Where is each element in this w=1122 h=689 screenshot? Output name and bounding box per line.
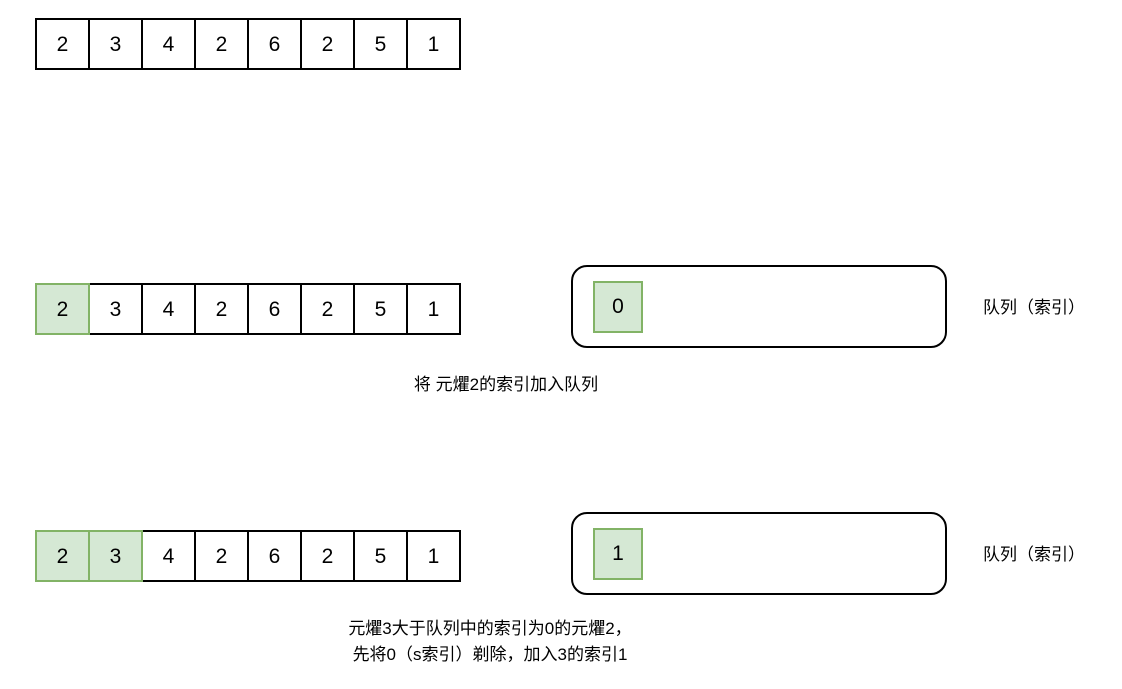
array-cell: 3 [88,18,143,70]
array-cell: 2 [300,530,355,582]
array-cell: 5 [353,530,408,582]
array-cell: 2 [300,18,355,70]
array-cell: 6 [247,283,302,335]
array-cell: 5 [353,283,408,335]
array-cell: 5 [353,18,408,70]
array-step-pop-and-push-index-1: 2 3 4 2 6 2 5 1 [35,530,461,582]
caption-step-pop-and-push-index-1: 元爠3大于队列中的索引为0的元爠2， 先将0（s索引）剃除，加入3的索引1 [240,616,740,669]
queue-label-step-pop-and-push-index-1: 队列（索引） [983,545,1085,564]
array-cell: 1 [406,283,461,335]
queue-step-pop-and-push-index-1: 1 [571,512,947,595]
array-cell: 6 [247,530,302,582]
caption-line: 元爠3大于队列中的索引为0的元爠2， [348,619,632,638]
array-cell: 4 [141,283,196,335]
array-cell-highlighted: 2 [35,530,90,582]
array-cell: 4 [141,18,196,70]
queue-step-push-index-0: 0 [571,265,947,348]
array-cell: 2 [35,18,90,70]
queue-item: 0 [593,280,643,333]
array-step-push-index-0: 2 3 4 2 6 2 5 1 [35,283,461,335]
array-cell: 4 [141,530,196,582]
array-cell-highlighted: 3 [88,530,143,582]
array-cell-highlighted: 2 [35,283,90,335]
array-cell: 2 [194,18,249,70]
array-cell: 2 [194,283,249,335]
array-cell: 1 [406,530,461,582]
array-cell: 2 [300,283,355,335]
queue-label-step-push-index-0: 队列（索引） [983,298,1085,317]
array-step-initial: 2 3 4 2 6 2 5 1 [35,18,461,70]
array-cell: 1 [406,18,461,70]
array-cell: 3 [88,283,143,335]
queue-item: 1 [593,527,643,580]
caption-step-push-index-0: 将 元爠2的索引加入队列 [256,372,756,398]
caption-line: 先将0（s索引）剃除，加入3的索引1 [352,645,628,665]
array-cell: 6 [247,18,302,70]
array-cell: 2 [194,530,249,582]
caption-line: 将 元爠2的索引加入队列 [413,375,599,394]
